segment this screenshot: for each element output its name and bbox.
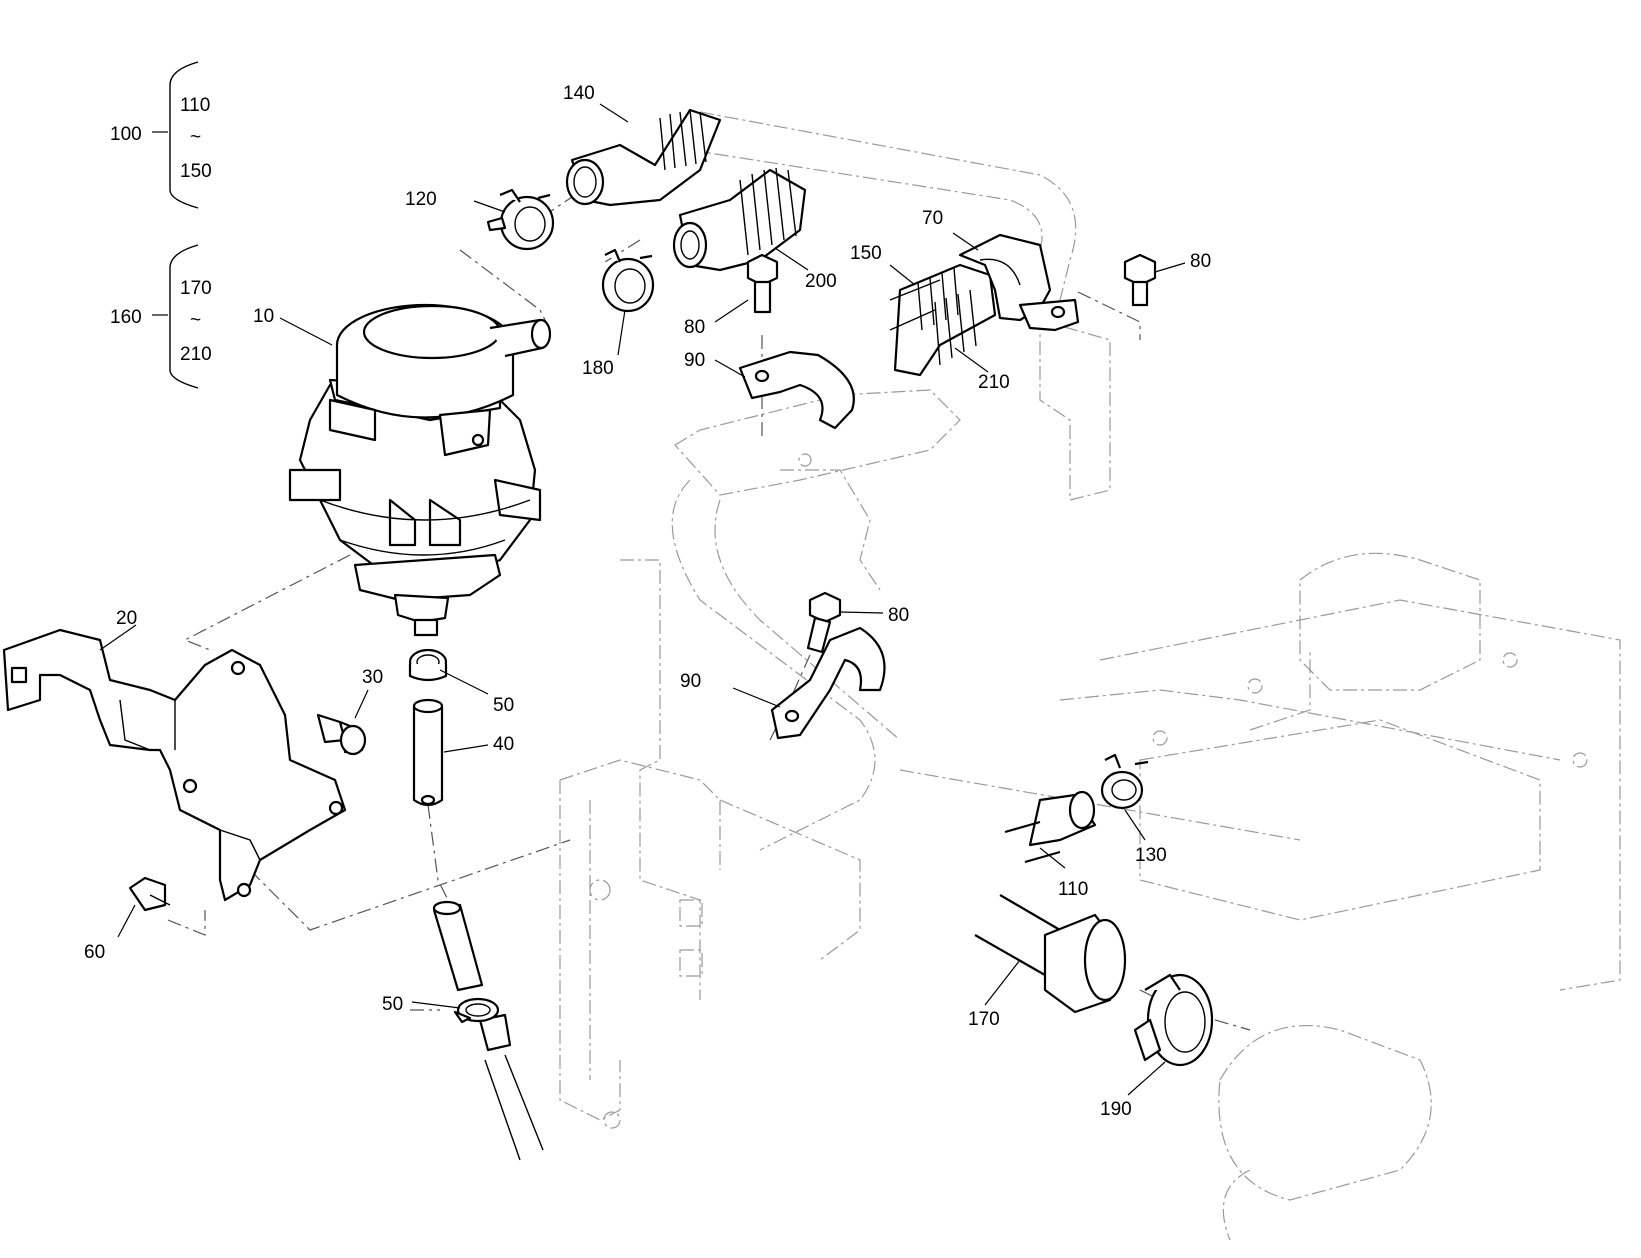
part-80-bolt-top-right	[1123, 253, 1157, 307]
part-20-mounting-bracket	[2, 628, 347, 902]
group-range-tilde: ~	[190, 310, 201, 331]
callout-60: 60	[84, 942, 105, 963]
callout-130: 130	[1135, 845, 1167, 866]
part-30-bolt	[316, 713, 367, 756]
assembly-guide-lines	[167, 194, 1251, 1031]
callout-10: 10	[253, 306, 274, 327]
callout-50-lower: 50	[382, 994, 403, 1015]
part-180-spring-clamp	[601, 248, 655, 313]
background-frame-outline	[559, 111, 1621, 1241]
part-140-hose-with-boot	[565, 108, 722, 207]
part-90-p-clamp-upper	[738, 350, 855, 430]
callout-90-upper: 90	[684, 350, 705, 371]
part-70-double-clamp	[958, 233, 1080, 332]
callout-170: 170	[968, 1009, 1000, 1030]
part-50-hose-clamp-upper	[408, 648, 448, 682]
callout-80-top-right: 80	[1190, 251, 1211, 272]
callout-80-center: 80	[684, 317, 705, 338]
callout-40: 40	[493, 734, 514, 755]
callout-190: 190	[1100, 1099, 1132, 1120]
callout-140: 140	[563, 83, 595, 104]
callout-200: 200	[805, 271, 837, 292]
callout-20: 20	[116, 608, 137, 629]
part-200-hose-with-boot	[672, 167, 807, 272]
callout-90-lower: 90	[680, 671, 701, 692]
group-range-start-170: 170	[180, 278, 212, 299]
group-bracket-160: 160 170 ~ 210	[110, 244, 212, 389]
callout-70: 70	[922, 208, 943, 229]
part-10-oil-separator	[288, 303, 552, 637]
callout-210: 210	[978, 372, 1010, 393]
part-50-hose-clamp-lower	[453, 997, 500, 1024]
group-range-tilde: ~	[190, 127, 201, 148]
callout-180: 180	[582, 358, 614, 379]
part-40-lower-hose	[432, 900, 544, 1161]
part-80-bolt-center	[746, 253, 779, 314]
callout-120: 120	[405, 189, 437, 210]
part-90-p-clamp-lower	[770, 626, 886, 740]
callout-labels: 10 20 30 40 50 50 60 70 80 80 80 90 90 1…	[84, 83, 1211, 1120]
part-130-spring-clamp	[1100, 753, 1149, 810]
callout-80-lower: 80	[888, 605, 909, 626]
part-150-210-bellows-hoses	[889, 263, 997, 377]
group-id-160: 160	[110, 307, 142, 328]
callout-110: 110	[1058, 879, 1088, 900]
callout-50-upper: 50	[493, 695, 514, 716]
part-120-spring-clamp	[486, 188, 555, 251]
part-40-short-hose	[412, 698, 444, 807]
callout-leader-lines	[99, 103, 1186, 1096]
callout-150: 150	[850, 243, 882, 264]
part-110-hose	[1004, 790, 1097, 864]
group-range-end-210: 210	[180, 344, 212, 365]
group-range-end-150: 150	[180, 161, 212, 182]
part-170-hose-with-sleeve	[974, 894, 1127, 1014]
part-80-bolt-lower	[806, 591, 842, 654]
part-60-bolt	[128, 876, 171, 912]
callout-30: 30	[362, 667, 383, 688]
group-range-start-110: 110	[180, 95, 210, 116]
part-190-spring-clamp	[1133, 973, 1214, 1067]
group-id-100: 100	[110, 124, 142, 145]
group-bracket-100: 100 110 ~ 150	[110, 61, 212, 209]
